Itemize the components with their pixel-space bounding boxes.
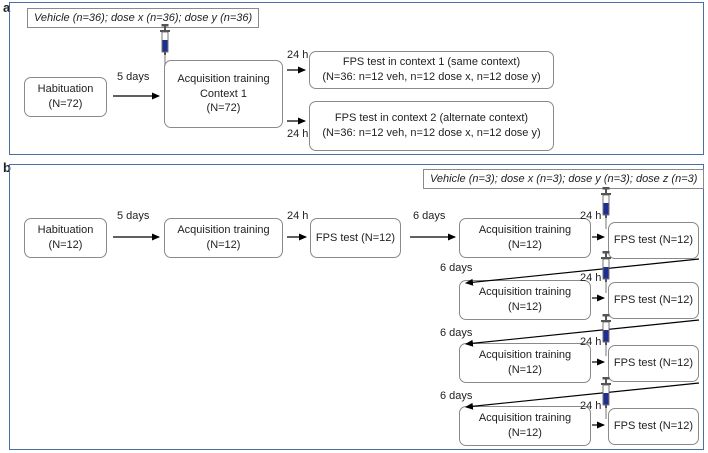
habituation-count: (N=72) xyxy=(48,98,83,110)
panel-a-test-1-box: FPS test in context 1 (same context) (N=… xyxy=(309,51,554,89)
acquisition-count: (N=12) xyxy=(508,364,542,376)
round-2-hours: 24 h xyxy=(580,272,602,284)
syringe-icon xyxy=(159,23,171,67)
acquisition-title: Acquisition training xyxy=(177,224,270,237)
round-4-hours: 24 h xyxy=(580,400,602,412)
round-4-acquisition-box: Acquisition training (N=12) xyxy=(459,406,591,446)
acquisition-title: Acquisition training xyxy=(478,349,572,362)
round-1-hours: 24 h xyxy=(580,210,602,222)
panel-a-test-2-box: FPS test in context 2 (alternate context… xyxy=(309,101,554,151)
acquisition-count: (N=12) xyxy=(508,301,542,313)
test-title: FPS test (N=12) xyxy=(613,420,694,433)
panel-b-interval-days-2: 6 days xyxy=(413,210,446,222)
round-3-days: 6 days xyxy=(440,327,473,339)
habituation-title: Habituation xyxy=(37,224,94,237)
arrow-b-return-2 xyxy=(465,319,700,347)
test-title: FPS test (N=12) xyxy=(613,294,694,307)
round-3-acquisition-box: Acquisition training (N=12) xyxy=(459,343,591,383)
panel-a-interval-hours-1: 24 h xyxy=(287,49,309,61)
panel-b-interval-hours-1: 24 h xyxy=(287,210,309,222)
round-1-test-box: FPS test (N=12) xyxy=(608,222,699,259)
acquisition-title: Acquisition training xyxy=(478,286,572,299)
panel-b-legend: Vehicle (n=3); dose x (n=3); dose y (n=3… xyxy=(423,169,705,189)
acquisition-title: Acquisition training xyxy=(478,224,572,237)
round-4-test-box: FPS test (N=12) xyxy=(608,408,699,445)
acquisition-count: (N=12) xyxy=(508,427,542,439)
panel-b-frame xyxy=(9,164,704,450)
panel-a-legend: Vehicle (n=36); dose x (n=36); dose y (n… xyxy=(27,8,260,28)
acquisition-count: (N=12) xyxy=(508,239,542,251)
habituation-count: (N=12) xyxy=(48,239,83,251)
acquisition-title: Acquisition training xyxy=(177,72,270,85)
syringe-icon xyxy=(600,313,612,357)
acquisition-context: Context 1 xyxy=(199,87,248,100)
panel-a-interval-days: 5 days xyxy=(117,71,150,83)
panel-b-acquisition-box-1: Acquisition training (N=12) xyxy=(164,218,283,258)
habituation-title: Habituation xyxy=(37,83,94,96)
round-2-acquisition-box: Acquisition training (N=12) xyxy=(459,280,591,320)
test-2-title: FPS test in context 2 (alternate context… xyxy=(334,112,529,125)
test-title: FPS test (N=12) xyxy=(613,234,694,247)
acquisition-count: (N=72) xyxy=(206,102,241,115)
acquisition-title: Acquisition training xyxy=(478,412,572,425)
round-3-hours: 24 h xyxy=(580,336,602,348)
arrow-b-return-1 xyxy=(465,258,700,286)
arrow-b-return-3 xyxy=(465,382,700,410)
round-2-test-box: FPS test (N=12) xyxy=(608,282,699,319)
acquisition-count: (N=12) xyxy=(206,239,241,251)
panel-b-interval-days-1: 5 days xyxy=(117,210,150,222)
round-2-days: 6 days xyxy=(440,262,473,274)
syringe-icon xyxy=(600,250,612,294)
syringe-icon xyxy=(600,376,612,420)
panel-a-letter: a xyxy=(3,0,11,15)
panel-a-acquisition-box: Acquisition training Context 1 (N=72) xyxy=(164,60,283,128)
round-1-acquisition-box: Acquisition training (N=12) xyxy=(459,218,591,258)
panel-b-habituation-box: Habituation (N=12) xyxy=(24,218,107,258)
test-1-detail: (N=36: n=12 veh, n=12 dose x, n=12 dose … xyxy=(322,71,541,83)
test-title: FPS test (N=12) xyxy=(315,231,396,244)
round-3-test-box: FPS test (N=12) xyxy=(608,345,699,382)
panel-b-letter: b xyxy=(3,160,11,175)
test-title: FPS test (N=12) xyxy=(613,357,694,370)
round-4-days: 6 days xyxy=(440,390,473,402)
panel-b-test-box-1: FPS test (N=12) xyxy=(310,218,401,258)
panel-a-interval-hours-2: 24 h xyxy=(287,128,309,140)
panel-a-frame xyxy=(9,2,704,155)
test-2-detail: (N=36: n=12 veh, n=12 dose x, n=12 dose … xyxy=(322,127,541,139)
test-1-title: FPS test in context 1 (same context) xyxy=(342,56,521,69)
panel-a-habituation-box: Habituation (N=72) xyxy=(24,77,107,117)
syringe-icon xyxy=(600,186,612,230)
